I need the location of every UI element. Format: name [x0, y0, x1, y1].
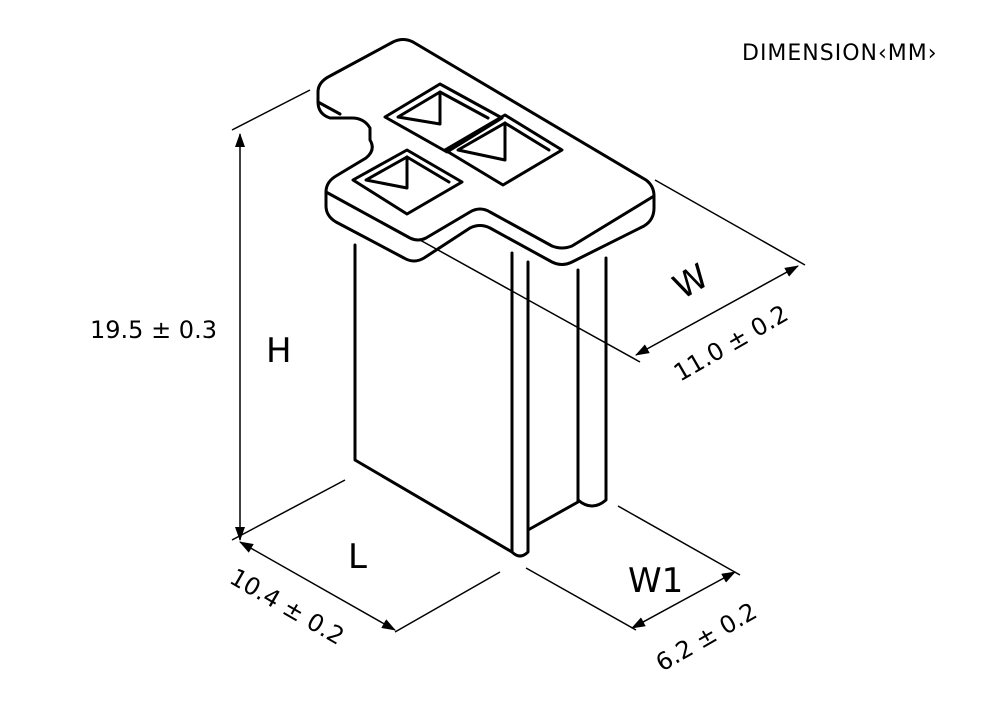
width-dimension-line: [635, 265, 799, 356]
width-label: W: [667, 256, 716, 307]
height-value: 19.5 ± 0.3: [90, 316, 217, 344]
dimension-lines: [231, 89, 806, 633]
length-value: 10.4 ± 0.2: [225, 563, 349, 651]
dimension-unit-title: DIMENSION‹MM›: [742, 41, 938, 66]
height-label: H: [266, 331, 292, 371]
width-value: 11.0 ± 0.2: [669, 299, 793, 387]
width1-label: W1: [628, 561, 683, 601]
length-label: L: [348, 537, 367, 577]
width1-dimension-line: [631, 571, 736, 629]
length-dimension-line: [239, 541, 396, 631]
connector-body: [316, 38, 656, 558]
